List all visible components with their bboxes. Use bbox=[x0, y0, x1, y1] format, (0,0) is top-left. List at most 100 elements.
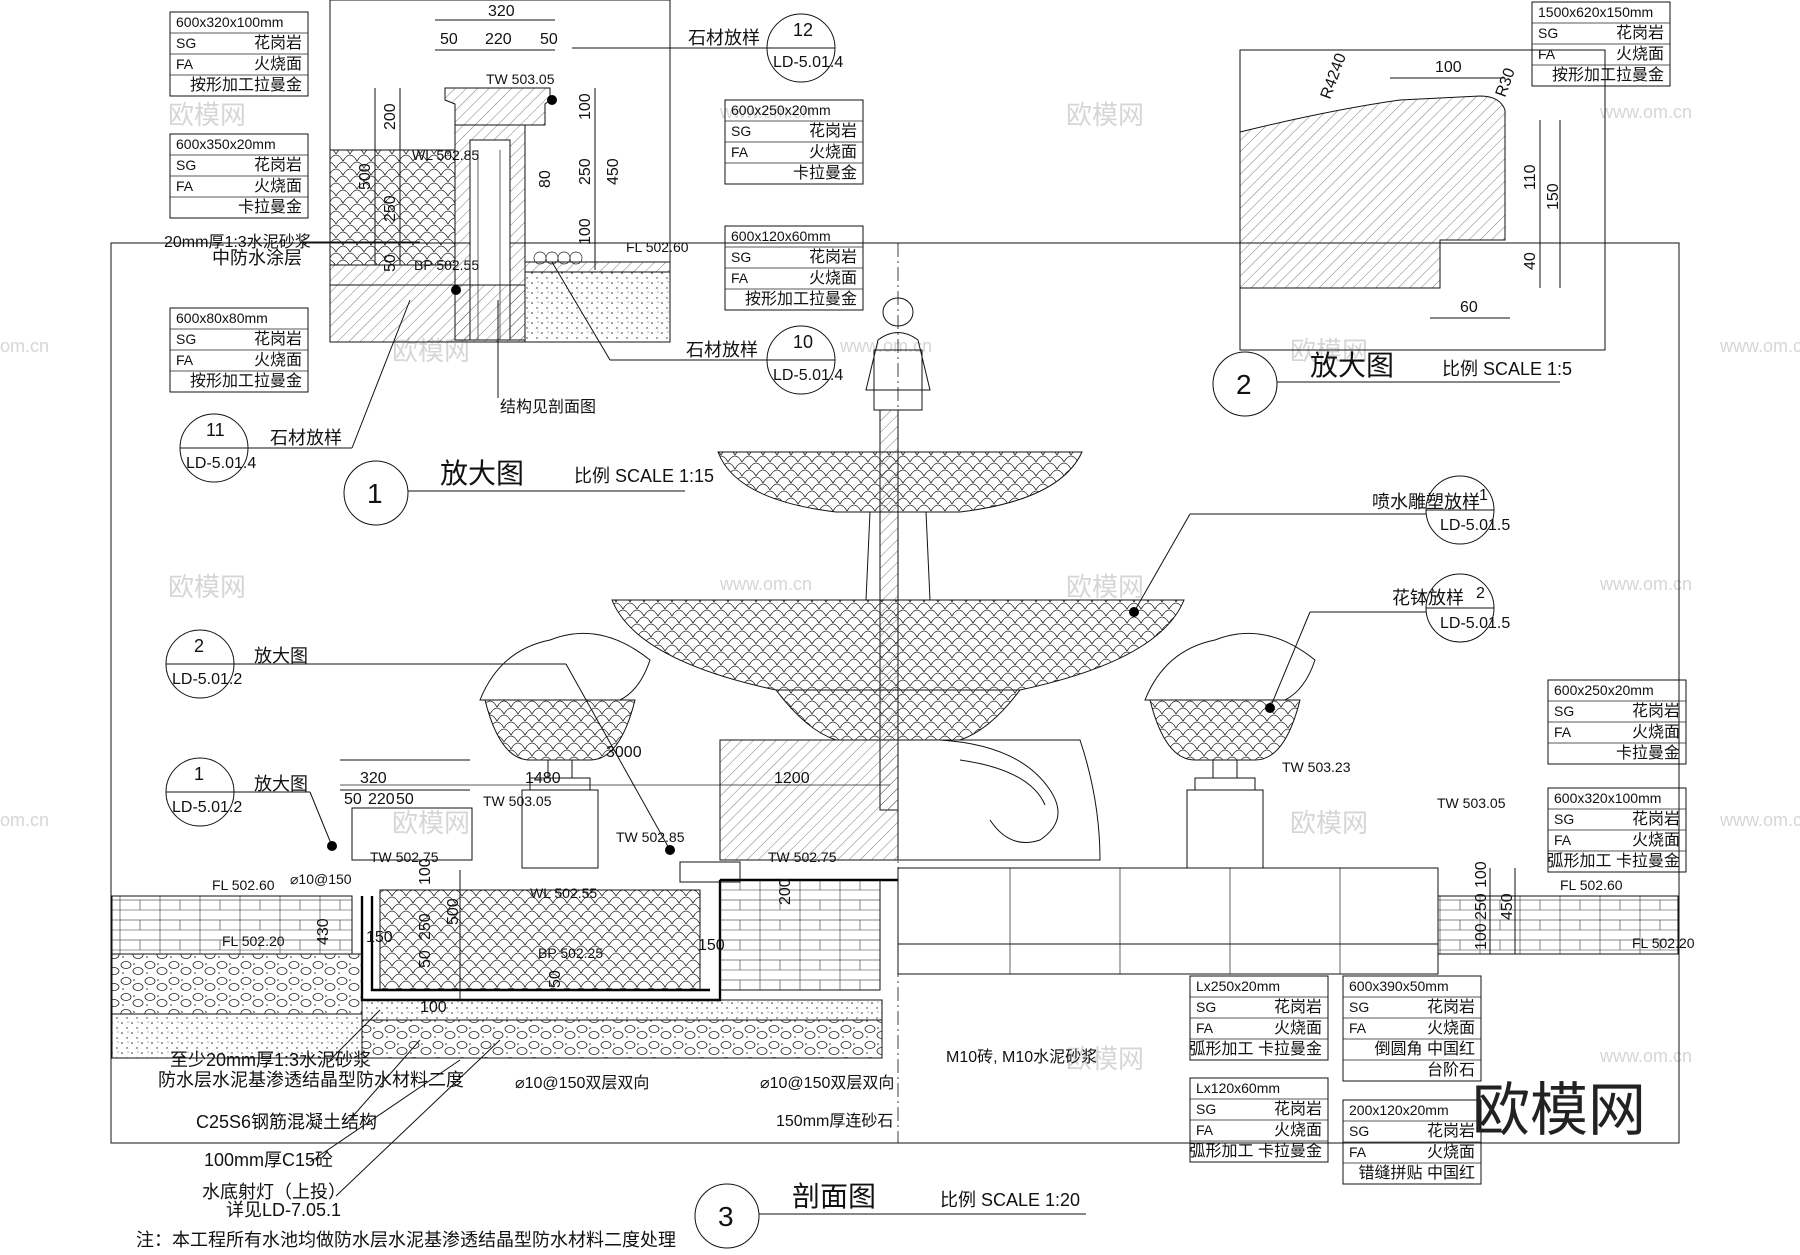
spec-code: SG bbox=[1538, 25, 1558, 41]
callout-num: 1 bbox=[194, 764, 204, 784]
spec-code: FA bbox=[1349, 1144, 1367, 1160]
elev-fl: FL 502.60 bbox=[626, 239, 689, 255]
elev-fl: FL 502.60 bbox=[212, 877, 275, 893]
detail-title: 放大图 bbox=[440, 458, 524, 489]
callout-sheet: LD-5.01.4 bbox=[186, 455, 256, 472]
brick-note: M10砖, M10水泥砂浆 bbox=[946, 1048, 1097, 1066]
dim-320: 320 bbox=[488, 3, 515, 20]
rebar-label: ⌀10@150双层双向 bbox=[760, 1074, 894, 1092]
spec-code: SG bbox=[1349, 1123, 1369, 1139]
spec-code: SG bbox=[1349, 999, 1369, 1015]
dim-1480: 1480 bbox=[525, 770, 561, 787]
spec-value: 火烧面 bbox=[1616, 45, 1664, 63]
spec-code: FA bbox=[1554, 832, 1572, 848]
dim-450: 450 bbox=[605, 158, 622, 185]
callout-num: 11 bbox=[206, 420, 225, 440]
dim-220: 220 bbox=[368, 791, 395, 808]
dim-250: 250 bbox=[417, 913, 434, 940]
callout-num: 2 bbox=[1476, 585, 1485, 602]
spec-value: 火烧面 bbox=[1632, 723, 1680, 741]
callout-sheet: LD-5.01.4 bbox=[773, 367, 843, 384]
leader-dot bbox=[451, 285, 461, 295]
detail-title: 剖面图 bbox=[792, 1181, 876, 1212]
detail-2-title: 2 放大图 比例 SCALE 1:5 bbox=[1212, 350, 1572, 417]
dim-50: 50 bbox=[540, 31, 558, 48]
callout-label: 花钵放样 bbox=[1392, 588, 1464, 608]
watermark-brand: 欧模网 bbox=[1066, 572, 1144, 602]
spec-code: SG bbox=[176, 331, 196, 347]
base-steps bbox=[897, 867, 1679, 975]
planter-bowl bbox=[484, 699, 636, 761]
spec-code: FA bbox=[176, 352, 194, 368]
watermark-brand: 欧模网 bbox=[1290, 808, 1368, 838]
leader bbox=[551, 261, 611, 361]
elev-wl: WL 502.85 bbox=[412, 147, 479, 163]
spec-value: 花岗岩 bbox=[1274, 998, 1322, 1016]
leader bbox=[565, 663, 671, 851]
spec-value: 弧形加工 卡拉曼金 bbox=[1190, 1142, 1322, 1160]
spec-value: 花岗岩 bbox=[254, 34, 302, 52]
dim-150: 150 bbox=[698, 937, 725, 954]
elev-fl: FL 502.20 bbox=[222, 933, 285, 949]
planter-pier bbox=[1186, 789, 1264, 869]
watermark-brand: 欧模网 bbox=[1066, 100, 1144, 130]
watermark-url: www.om.cn bbox=[1719, 810, 1800, 830]
spec-code: FA bbox=[1349, 1020, 1367, 1036]
note-line: C25S6钢筋混凝土结构 bbox=[196, 1112, 377, 1132]
spec-size: 600x120x60mm bbox=[731, 228, 831, 244]
callout-num: 10 bbox=[793, 332, 813, 352]
spec-table-frame bbox=[1342, 975, 1482, 1082]
spec-size: 600x250x20mm bbox=[731, 102, 831, 118]
section-dims: 320 50 220 50 1480 3000 1200 100 250 500… bbox=[315, 744, 1516, 1016]
watermark-url: www.om.cn bbox=[1599, 1046, 1692, 1066]
callout-label: 石材放样 bbox=[686, 340, 758, 360]
spec-value: 按形加工拉曼金 bbox=[190, 76, 302, 94]
pool-slab bbox=[329, 284, 526, 343]
watermark-url: om.cn bbox=[0, 336, 49, 356]
base-course bbox=[524, 271, 671, 343]
pool-coping-left bbox=[351, 807, 473, 861]
dim-250: 250 bbox=[1473, 893, 1490, 920]
watermarks: 欧模网 欧模网 欧模网 欧模网 欧模网 欧模网 欧模网 欧模网 欧模网 www.… bbox=[0, 100, 1800, 1074]
spec-code: FA bbox=[176, 56, 194, 72]
spec-value: 火烧面 bbox=[1427, 1143, 1475, 1161]
dim-500: 500 bbox=[357, 163, 374, 190]
pool-water-main bbox=[379, 889, 701, 991]
dim-450: 450 bbox=[1499, 893, 1516, 920]
dim-3000: 3000 bbox=[606, 744, 642, 761]
spec-size: 600x390x50mm bbox=[1349, 978, 1449, 994]
upper-bowl bbox=[717, 451, 1083, 513]
spec-value: 火烧面 bbox=[1274, 1019, 1322, 1037]
gravel-base bbox=[361, 1019, 883, 1059]
elev-bp: BP 502.55 bbox=[414, 257, 479, 273]
planter-foliage bbox=[1144, 632, 1316, 701]
dim-40: 40 bbox=[1522, 252, 1539, 270]
lower-bowl bbox=[611, 599, 1185, 691]
detail-number: 3 bbox=[718, 1201, 734, 1232]
inner-coping bbox=[679, 861, 741, 883]
dim-100: 100 bbox=[577, 218, 594, 245]
callout-num: 1 bbox=[1479, 487, 1488, 504]
dim-110: 110 bbox=[1522, 164, 1539, 190]
planter-right bbox=[1144, 632, 1316, 869]
planter-base bbox=[1194, 777, 1256, 791]
spec-code: FA bbox=[1196, 1020, 1214, 1036]
watermark-brand: 欧模网 bbox=[168, 100, 246, 130]
leader-dot bbox=[665, 845, 675, 855]
spec-code: FA bbox=[731, 270, 749, 286]
watermark-url: om.cn bbox=[0, 810, 49, 830]
callout-sheet: LD-5.01.5 bbox=[1440, 615, 1510, 632]
detail-scale: 比例 SCALE 1:20 bbox=[940, 1190, 1080, 1210]
dim-250: 250 bbox=[382, 195, 399, 222]
spec-code: FA bbox=[731, 144, 749, 160]
elev-tw: TW 503.05 bbox=[1437, 795, 1506, 811]
spec-code: FA bbox=[1554, 724, 1572, 740]
dim-60: 60 bbox=[1460, 299, 1478, 316]
spec-value: 弧形加工 卡拉曼金 bbox=[1548, 852, 1680, 870]
